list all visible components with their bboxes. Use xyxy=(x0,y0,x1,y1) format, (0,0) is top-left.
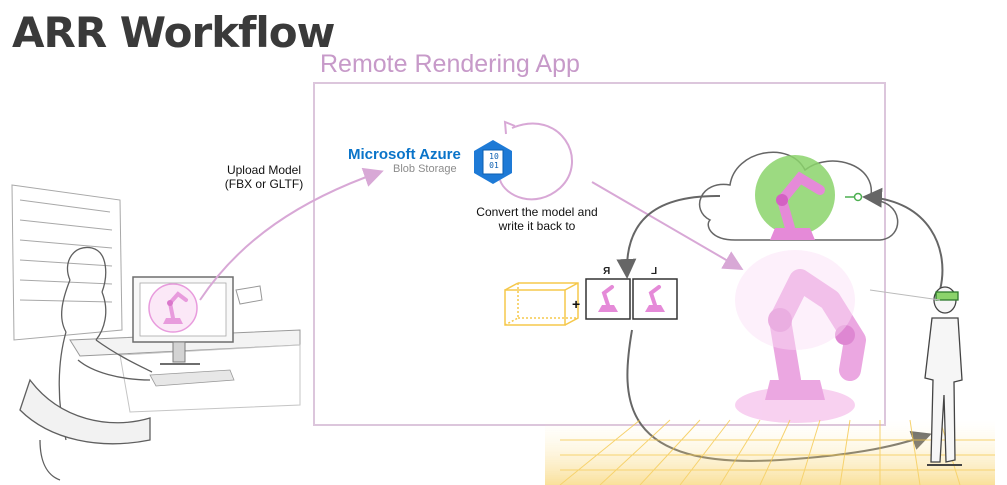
frame-left-glyph: R xyxy=(603,266,611,277)
designer-person-icon xyxy=(19,246,153,481)
key-icon xyxy=(845,192,863,202)
convert-model-label: Convert the model and write it back to xyxy=(476,205,598,233)
rendered-frame-left-icon xyxy=(585,278,631,320)
headset-to-cloud-arrow xyxy=(862,187,944,291)
page-title: ARR Workflow xyxy=(12,8,335,57)
cloud-hologram-robot-icon xyxy=(755,155,835,240)
headset-user-icon xyxy=(924,286,963,466)
rendered-frame-right-icon xyxy=(632,278,678,320)
hologram-robot-icon xyxy=(735,250,866,423)
upload-arrow xyxy=(199,167,384,301)
frame-right-glyph: L xyxy=(651,266,658,277)
upload-model-label: Upload Model (FBX or GLTF) xyxy=(224,163,304,191)
blob-icon-bits: 10 01 xyxy=(489,152,499,170)
view-line xyxy=(869,289,941,301)
azure-name-label: Microsoft Azure xyxy=(348,146,461,163)
floor-grid xyxy=(545,419,995,485)
to-cloud-arrow xyxy=(591,181,744,271)
remote-rendering-app-label: Remote Rendering App xyxy=(320,50,580,78)
blob-storage-label: Blob Storage xyxy=(393,163,457,175)
plus-sign: + xyxy=(572,296,581,312)
blob-storage-icon xyxy=(474,140,512,184)
robot-model-on-screen-icon xyxy=(148,283,198,333)
yellow-bounding-box-icon xyxy=(504,282,579,326)
convert-loop-arrow xyxy=(499,122,573,201)
designer-scene xyxy=(11,184,301,481)
cloud-to-frames-arrow xyxy=(616,194,721,279)
